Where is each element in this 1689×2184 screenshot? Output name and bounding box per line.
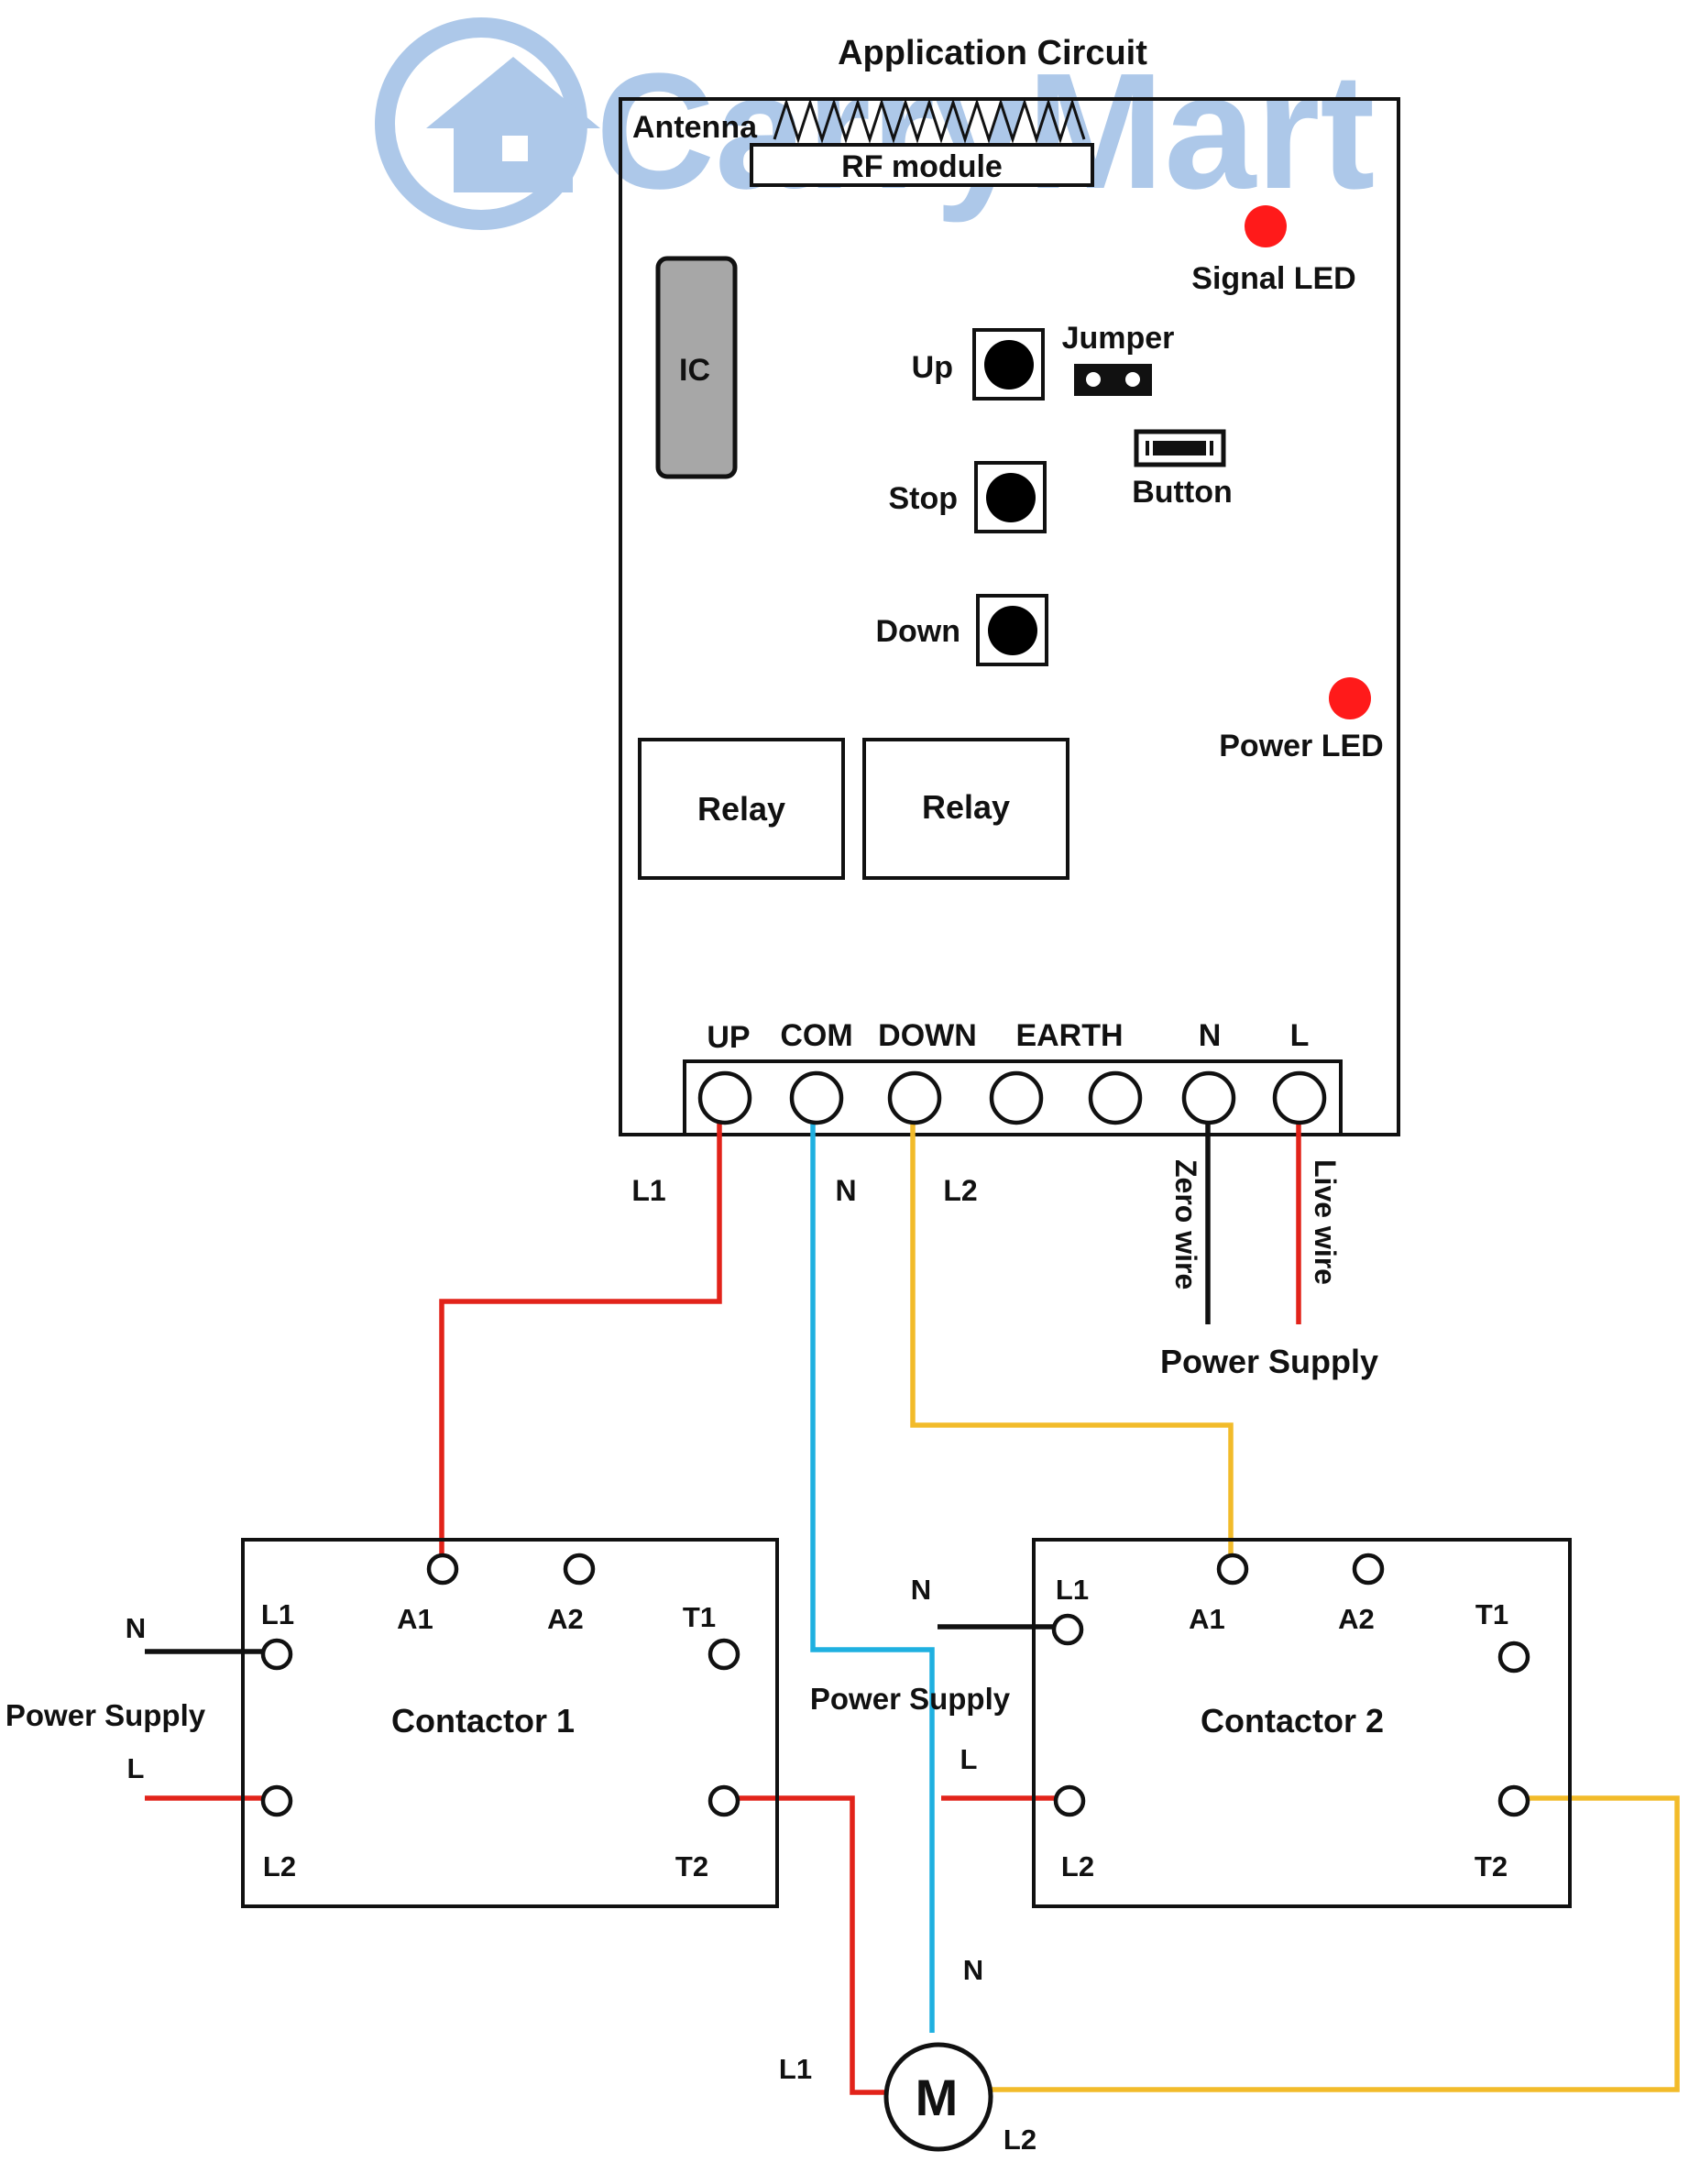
jumper-pin-icon: [1086, 372, 1101, 387]
contactor-1-l1-terminal[interactable]: [260, 1638, 293, 1671]
motor-symbol: M: [916, 2069, 959, 2126]
wire-contactor2-t2-to-motor-l2: [992, 1795, 1680, 2092]
contactor-2-a2-label: A2: [1338, 1603, 1375, 1635]
learn-button-label: Button: [1132, 475, 1233, 510]
motor: [883, 2042, 993, 2152]
contactor-1-supply-label: Power Supply: [5, 1698, 206, 1732]
rf-module: [750, 143, 1094, 187]
power-led-icon: [1329, 677, 1371, 719]
wire-n-label: N: [835, 1174, 856, 1207]
wire-l1-label: L1: [631, 1174, 665, 1207]
wire-contactor1-t2-to-motor-l1: [722, 1795, 887, 2095]
contactor-1: [241, 1538, 779, 1908]
jumper-pin-icon: [1125, 372, 1140, 387]
contactor-2: [1032, 1538, 1572, 1908]
watermark-house-door: [502, 136, 528, 161]
contactor-1-l2-terminal[interactable]: [260, 1784, 293, 1817]
contactor-1-a1-terminal[interactable]: [426, 1553, 459, 1586]
wire-l2-label: L2: [943, 1174, 977, 1207]
contactor-2-t1-label: T1: [1475, 1598, 1508, 1630]
contactor-2-l1-terminal[interactable]: [1051, 1613, 1084, 1646]
live-wire-label: Live wire: [1309, 1159, 1342, 1285]
contactor-1-l1-label: L1: [261, 1598, 294, 1630]
jumper-label: Jumper: [1062, 321, 1175, 356]
contactor-1-a1-label: A1: [397, 1603, 433, 1635]
contactor-2-a1-terminal[interactable]: [1216, 1553, 1249, 1586]
contactor-2-supply-n-label: N: [911, 1574, 931, 1606]
down-button-label: Down: [875, 614, 960, 649]
terminal-com-label: COM: [780, 1018, 852, 1053]
stop-button-cap-icon: [986, 473, 1036, 522]
contactor-2-a2-terminal[interactable]: [1352, 1553, 1385, 1586]
antenna-coil-icon: [773, 98, 1086, 144]
signal-led-label: Signal LED: [1191, 261, 1355, 296]
terminal-earth-screw[interactable]: [989, 1070, 1044, 1125]
terminal-com-screw[interactable]: [789, 1070, 844, 1125]
contactor-2-t1-terminal[interactable]: [1497, 1641, 1530, 1674]
learn-button-slot-icon: [1210, 441, 1213, 455]
stop-button-label: Stop: [888, 481, 958, 516]
motor-n-label: N: [963, 1954, 983, 1986]
ic-chip: [655, 256, 738, 479]
terminal-earth-label: EARTH: [1015, 1018, 1123, 1053]
contactor-1-supply-n-label: N: [126, 1612, 146, 1644]
ic-label: IC: [679, 353, 710, 388]
terminal-down-label: DOWN: [878, 1018, 977, 1053]
terminal-down-screw[interactable]: [887, 1070, 942, 1125]
terminal-up-screw[interactable]: [697, 1070, 752, 1125]
relay-1: [638, 738, 845, 880]
contactor-2-l1-label: L1: [1056, 1574, 1089, 1606]
contactor-2-a1-label: A1: [1189, 1603, 1225, 1635]
rf-module-label: RF module: [841, 149, 1003, 184]
terminal-l-label: L: [1290, 1018, 1310, 1053]
relay-1-label: Relay: [697, 790, 785, 828]
down-button-cap-icon: [988, 606, 1037, 655]
contactor-2-l2-terminal[interactable]: [1053, 1784, 1086, 1817]
contactor-1-t1-terminal[interactable]: [707, 1638, 740, 1671]
antenna-label: Antenna: [632, 110, 758, 145]
contactor-1-t2-terminal[interactable]: [707, 1784, 740, 1817]
diagram-title: Application Circuit: [838, 34, 1147, 72]
contactor-1-supply-l-label: L: [127, 1752, 145, 1784]
learn-button-slot-icon: [1146, 441, 1149, 455]
wire-com-to-motor-n: [810, 1098, 935, 2033]
jumper-block[interactable]: [1074, 364, 1152, 396]
contactor-1-a2-label: A2: [547, 1603, 584, 1635]
contactor-1-a2-terminal[interactable]: [563, 1553, 596, 1586]
signal-led-icon: [1245, 205, 1287, 247]
learn-button-slider-icon: [1153, 441, 1206, 455]
terminal-up-label: UP: [707, 1020, 750, 1055]
board-power-supply-label: Power Supply: [1160, 1343, 1378, 1380]
contactor-2-name: Contactor 2: [1201, 1702, 1384, 1740]
contactor-1-t2-label: T2: [675, 1850, 708, 1882]
up-button-cap-icon: [984, 340, 1034, 390]
terminal-earth-screw[interactable]: [1088, 1070, 1143, 1125]
contactor-1-t1-label: T1: [683, 1601, 716, 1633]
motor-l2-label: L2: [1004, 2124, 1036, 2156]
relay-2: [862, 738, 1069, 880]
contactor-2-supply-label: Power Supply: [810, 1682, 1011, 1716]
terminal-l-screw[interactable]: [1272, 1070, 1327, 1125]
motor-l1-label: L1: [779, 2053, 812, 2085]
wire-up-to-contactor1-a1: [439, 1098, 722, 1565]
contactor-1-name: Contactor 1: [391, 1702, 575, 1740]
zero-wire-label: Zero wire: [1169, 1159, 1202, 1290]
contactor-2-t2-terminal[interactable]: [1497, 1784, 1530, 1817]
wire-down-to-contactor2-a1: [910, 1098, 1234, 1565]
terminal-n-label: N: [1199, 1018, 1222, 1053]
contactor-2-supply-l-label: L: [960, 1743, 978, 1775]
relay-2-label: Relay: [922, 788, 1010, 826]
contactor-2-t2-label: T2: [1475, 1850, 1508, 1882]
contactor-2-l2-label: L2: [1061, 1850, 1094, 1882]
power-led-label: Power LED: [1219, 729, 1383, 763]
terminal-n-screw[interactable]: [1181, 1070, 1236, 1125]
contactor-1-l2-label: L2: [263, 1850, 296, 1882]
up-button-label: Up: [912, 350, 953, 385]
watermark-house-icon: [426, 57, 600, 192]
